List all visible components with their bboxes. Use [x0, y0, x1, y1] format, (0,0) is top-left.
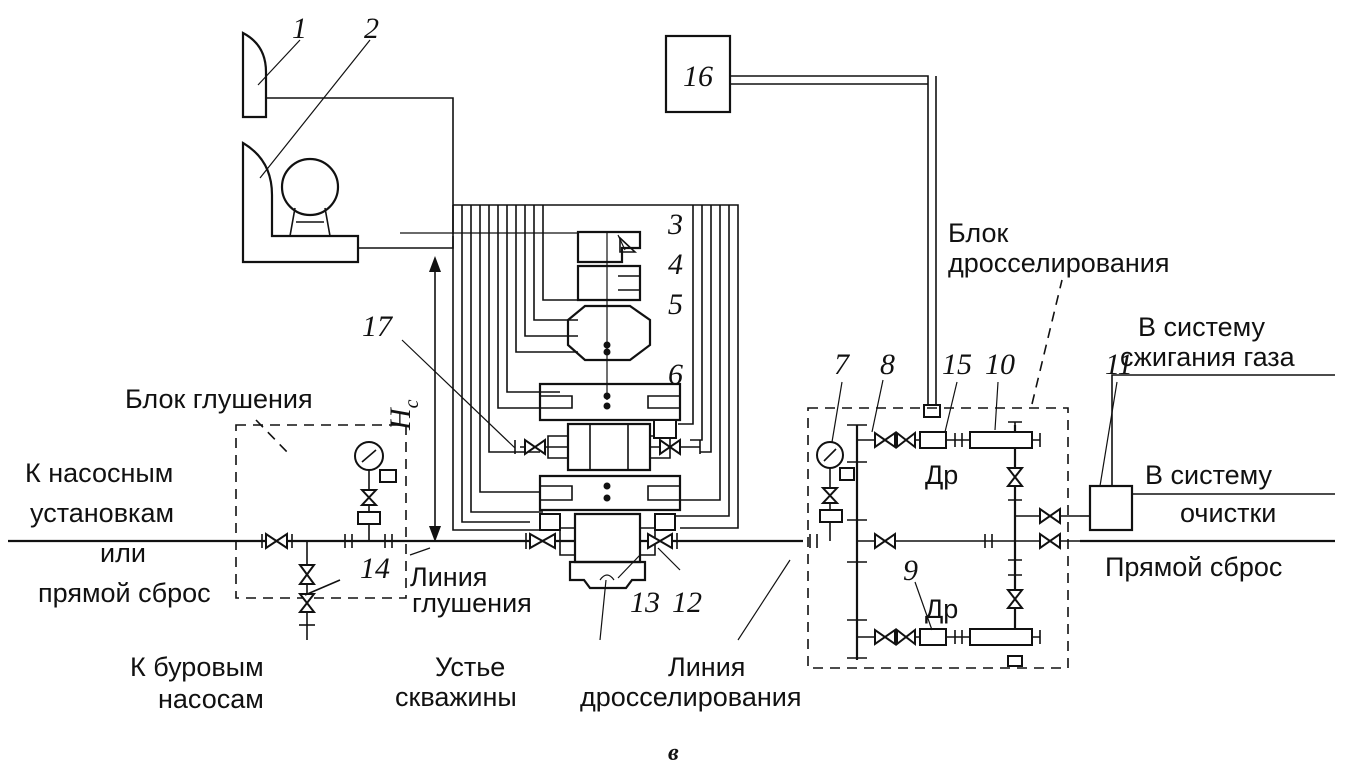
block-16 [664, 34, 941, 418]
pump-unit-2 [241, 141, 578, 264]
wellhead-label-1: Устье [435, 652, 505, 682]
choke-label-bottom: Др [925, 594, 958, 624]
wellhead-label-2: скважины [395, 682, 517, 712]
to-pumps-label-2: установкам [30, 498, 174, 528]
num-6: 6 [668, 358, 683, 391]
num-16: 16 [683, 60, 713, 93]
to-pumps-label-1: К насосным [25, 458, 173, 488]
num-9: 9 [903, 554, 918, 587]
choke-line-label-2: дросселирования [580, 682, 801, 712]
kill-block-label: Блок глушения [125, 384, 313, 414]
choke-block-label-1: Блок [948, 218, 1008, 248]
gas-system-label-1: В систему [1138, 312, 1266, 342]
bop-side-valves [514, 438, 701, 456]
control-panel-1 [241, 31, 454, 234]
num-14: 14 [360, 552, 390, 585]
cleaning-system-label-2: очистки [1180, 498, 1276, 528]
hc-dimension [429, 256, 441, 542]
num-13: 13 [630, 586, 660, 619]
choke-line-label-1: Линия [668, 652, 745, 682]
num-4: 4 [668, 248, 683, 281]
kill-line-label-2: глушения [412, 588, 532, 618]
direct-discharge-label: Прямой сброс [1105, 552, 1282, 582]
num-2: 2 [364, 12, 379, 45]
separator-11 [1080, 374, 1335, 532]
bop-stack [538, 230, 682, 590]
svg-text:Hc: Hc [384, 399, 423, 431]
num-10: 10 [985, 348, 1015, 381]
leader-lines [257, 39, 1118, 641]
num-1: 1 [292, 12, 307, 45]
kill-line-label-1: Линия [410, 562, 487, 592]
choke-label-top: Др [925, 460, 958, 490]
gas-system-label-2: сжигания газа [1120, 342, 1296, 372]
cleaning-system-label-1: В систему [1145, 460, 1273, 490]
kill-block [235, 419, 407, 640]
num-17: 17 [362, 310, 394, 343]
choke-block-label-2: дросселирования [948, 248, 1169, 278]
hydraulic-lines [452, 204, 739, 531]
num-12: 12 [672, 586, 702, 619]
num-15: 15 [942, 348, 972, 381]
hc-main: H [384, 406, 417, 431]
drill-pumps-label-2: насосам [158, 684, 264, 714]
to-pumps-label-4: прямой сброс [38, 578, 211, 608]
num-8: 8 [880, 348, 895, 381]
figure-caption: в [668, 740, 679, 766]
to-pumps-label-3: или [100, 538, 146, 568]
num-5: 5 [668, 288, 683, 321]
num-11: 11 [1105, 348, 1133, 381]
hc-label: Hc [384, 399, 423, 431]
main-line [8, 532, 1335, 550]
num-7: 7 [834, 348, 851, 381]
hc-sub: c [401, 399, 423, 408]
drill-pumps-label-1: К буровым [130, 652, 264, 682]
choke-block [807, 279, 1080, 669]
num-3: 3 [667, 208, 683, 241]
